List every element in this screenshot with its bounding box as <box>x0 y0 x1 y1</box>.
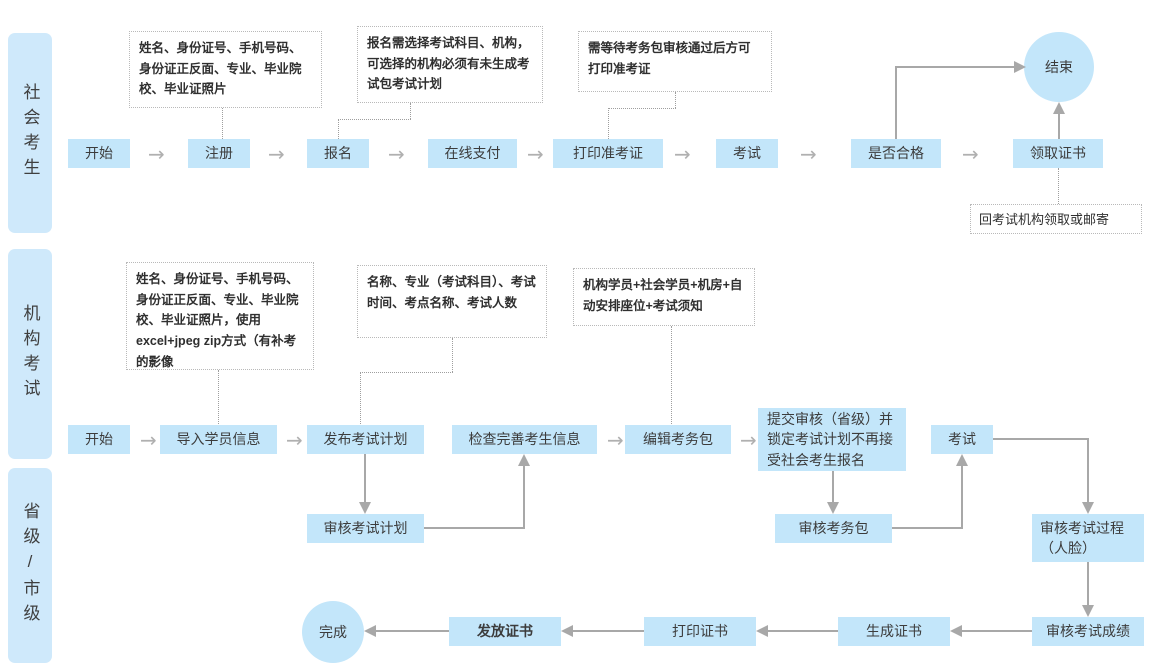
node-signup[interactable]: 报名 <box>307 139 369 168</box>
dotted-connector-exam-plan-a <box>452 338 453 372</box>
note-certificate-pickup: 回考试机构领取或邮寄 <box>970 204 1142 234</box>
node-label: 导入学员信息 <box>176 431 261 448</box>
arrow-right-icon: → <box>268 142 285 166</box>
lane-text: 省级/市级 <box>20 502 40 629</box>
node-label: 考试 <box>948 431 976 448</box>
arrow-right-icon: → <box>607 428 624 452</box>
node-label: 领取证书 <box>1030 145 1086 162</box>
node-label: 开始 <box>85 145 113 162</box>
node-exam-institution[interactable]: 考试 <box>931 425 993 454</box>
node-collect-certificate[interactable]: 领取证书 <box>1013 139 1103 168</box>
node-label: 发放证书 <box>477 623 533 640</box>
note-text: 姓名、身份证号、手机号码、身份证正反面、专业、毕业院校、毕业证照片 <box>139 41 302 97</box>
node-submit-review-lock-plan[interactable]: 提交审核（省级）并锁定考试计划不再接受社会考生报名 <box>758 408 906 471</box>
lane-text: 社会考生 <box>20 83 40 183</box>
node-label: 审核考试成绩 <box>1046 623 1130 640</box>
lane-label-province-city: 省级/市级 <box>8 468 52 663</box>
node-import-student-info[interactable]: 导入学员信息 <box>160 425 277 454</box>
dotted-connector-signup-b <box>338 119 411 120</box>
node-is-qualified[interactable]: 是否合格 <box>851 139 941 168</box>
node-start-candidate[interactable]: 开始 <box>68 139 130 168</box>
node-label: 在线支付 <box>444 145 501 162</box>
arrow-right-icon: → <box>674 142 691 166</box>
node-label: 检查完善考生信息 <box>468 431 581 448</box>
node-end-circle[interactable]: 结束 <box>1024 32 1094 102</box>
dotted-connector-exam-plan-b <box>360 372 453 373</box>
lane-label-social-candidate: 社会考生 <box>8 33 52 233</box>
node-review-exam-process-face[interactable]: 审核考试过程 （人脸） <box>1032 514 1144 562</box>
lane-text: 机构考试 <box>20 304 40 404</box>
dotted-connector-exam-package <box>671 326 672 424</box>
dotted-connector-ticket-b <box>608 108 676 109</box>
note-import-student-fields: 姓名、身份证号、手机号码、身份证正反面、专业、毕业院校、毕业证照片，使用exce… <box>126 262 314 370</box>
arrow-right-icon: → <box>286 428 303 452</box>
node-review-exam-score[interactable]: 审核考试成绩 <box>1032 617 1144 646</box>
note-exam-package-contents: 机构学员+社会学员+机房+自动安排座位+考试须知 <box>573 268 755 326</box>
node-label: 报名 <box>324 145 352 162</box>
node-label: 编辑考务包 <box>643 431 713 448</box>
node-publish-exam-plan[interactable]: 发布考试计划 <box>307 425 424 454</box>
node-label: 审核考试过程 （人脸） <box>1040 519 1124 556</box>
dotted-connector-register <box>222 108 223 139</box>
arrow-right-icon: → <box>527 142 544 166</box>
note-text: 报名需选择考试科目、机构，可选择的机构必须有未生成考试包考试计划 <box>367 36 530 92</box>
node-generate-certificate[interactable]: 生成证书 <box>838 617 950 646</box>
node-label: 考试 <box>733 145 761 162</box>
note-register-fields: 姓名、身份证号、手机号码、身份证正反面、专业、毕业院校、毕业证照片 <box>129 31 322 108</box>
dotted-connector-ticket-a <box>675 92 676 108</box>
node-label: 完成 <box>319 624 347 640</box>
lane-label-institution-exam: 机构考试 <box>8 249 52 459</box>
node-label: 注册 <box>205 145 233 162</box>
note-signup-requirements: 报名需选择考试科目、机构，可选择的机构必须有未生成考试包考试计划 <box>357 26 543 103</box>
dotted-connector-signup-a <box>410 103 411 119</box>
node-label: 生成证书 <box>866 623 922 640</box>
note-exam-plan-fields: 名称、专业（考试科目）、考试时间、考点名称、考试人数 <box>357 265 547 338</box>
node-issue-certificate[interactable]: 发放证书 <box>449 617 561 646</box>
note-text: 需等待考务包审核通过后方可打印准考证 <box>588 41 751 76</box>
arrow-right-icon: → <box>140 428 157 452</box>
node-label: 打印证书 <box>672 623 728 640</box>
node-exam-candidate[interactable]: 考试 <box>716 139 778 168</box>
note-text: 机构学员+社会学员+机房+自动安排座位+考试须知 <box>583 278 743 313</box>
dotted-connector-exam-plan-c <box>360 372 361 424</box>
note-text: 姓名、身份证号、手机号码、身份证正反面、专业、毕业院校、毕业证照片，使用exce… <box>136 272 299 369</box>
dotted-connector-ticket-c <box>608 108 609 139</box>
node-check-candidate-info[interactable]: 检查完善考生信息 <box>452 425 597 454</box>
note-text: 名称、专业（考试科目）、考试时间、考点名称、考试人数 <box>367 275 536 310</box>
node-label: 审核考试计划 <box>323 520 408 537</box>
node-print-certificate[interactable]: 打印证书 <box>644 617 756 646</box>
node-label: 开始 <box>85 431 113 448</box>
dotted-connector-pickup <box>1058 168 1059 204</box>
arrow-right-icon: → <box>962 142 979 166</box>
note-admission-ticket-condition: 需等待考务包审核通过后方可打印准考证 <box>578 31 772 92</box>
node-edit-exam-package[interactable]: 编辑考务包 <box>625 425 731 454</box>
node-label: 是否合格 <box>868 145 924 162</box>
node-print-admission-ticket[interactable]: 打印准考证 <box>553 139 663 168</box>
arrow-right-icon: → <box>148 142 165 166</box>
dotted-connector-import-student <box>218 370 219 424</box>
dotted-connector-signup-c <box>338 119 339 139</box>
node-start-institution[interactable]: 开始 <box>68 425 130 454</box>
node-label: 提交审核（省级）并锁定考试计划不再接受社会考生报名 <box>767 411 893 468</box>
node-register[interactable]: 注册 <box>188 139 250 168</box>
node-label: 打印准考证 <box>573 145 643 162</box>
node-label: 发布考试计划 <box>323 431 408 448</box>
node-review-exam-plan[interactable]: 审核考试计划 <box>307 514 424 543</box>
node-finish-circle[interactable]: 完成 <box>302 601 364 663</box>
arrow-right-icon: → <box>388 142 405 166</box>
arrow-right-icon: → <box>800 142 817 166</box>
arrow-right-icon: → <box>740 428 757 452</box>
node-label: 审核考务包 <box>798 520 869 537</box>
node-label: 结束 <box>1045 59 1073 75</box>
node-review-exam-package[interactable]: 审核考务包 <box>775 514 892 543</box>
note-text: 回考试机构领取或邮寄 <box>979 212 1110 227</box>
node-online-payment[interactable]: 在线支付 <box>428 139 517 168</box>
